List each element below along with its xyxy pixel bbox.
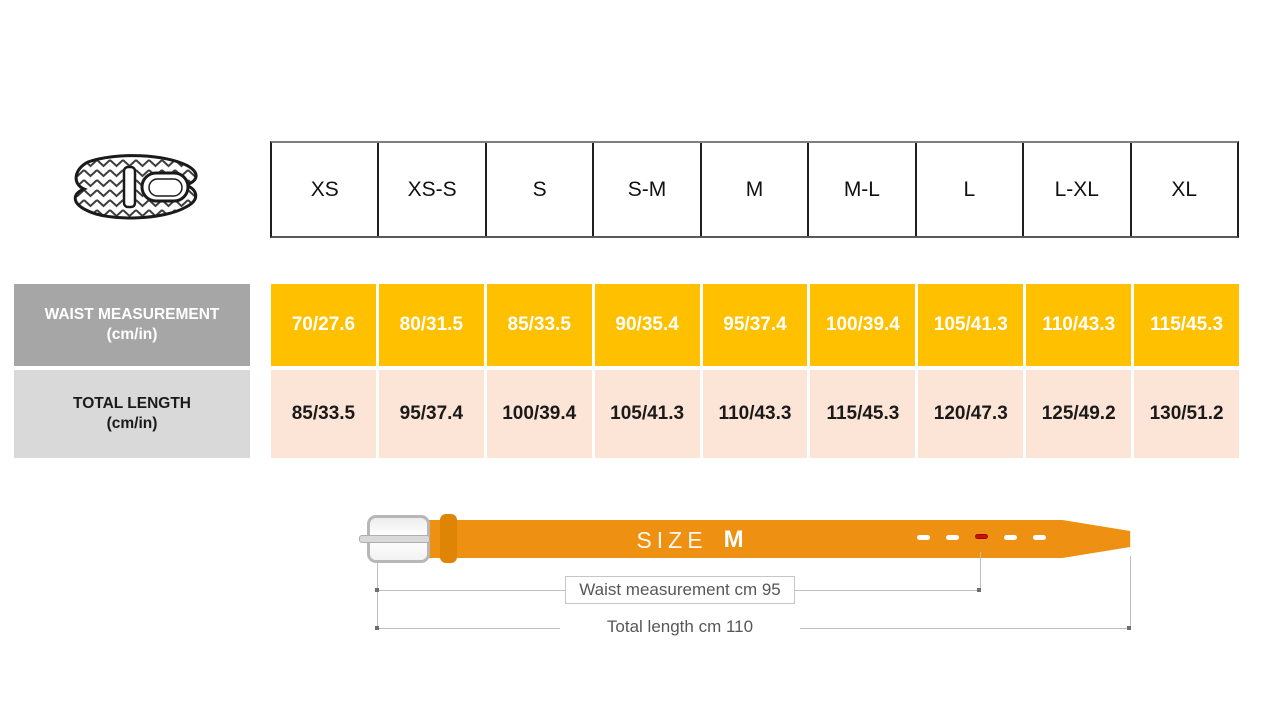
size-header-cell: XL <box>1129 143 1237 236</box>
value-cell: 130/51.2 <box>1134 370 1240 458</box>
value-cell: 90/35.4 <box>594 284 703 366</box>
waist-label-line2: (cm/in) <box>106 326 158 343</box>
waist-measure-label: Waist measurement cm 95 <box>565 576 795 604</box>
belt-hole <box>917 535 930 540</box>
waist-measure-text: Waist measurement cm 95 <box>579 580 781 599</box>
belt-hole-selected <box>975 534 988 539</box>
length-label-line2: (cm/in) <box>106 415 158 432</box>
length-row-label: TOTAL LENGTH (cm/in) <box>14 370 250 458</box>
buckle-guide-line <box>377 563 378 629</box>
value-cell: 110/43.3 <box>1026 284 1135 366</box>
value-cell: 70/27.6 <box>271 284 379 366</box>
value-cell: 95/37.4 <box>378 370 487 458</box>
measure-dot <box>375 626 379 630</box>
value-cell: 105/41.3 <box>594 370 703 458</box>
tip-guide-line <box>1130 556 1131 628</box>
value-cell: 120/47.3 <box>918 370 1027 458</box>
size-header-cell: XS <box>310 177 339 201</box>
belt-strap <box>428 520 1131 558</box>
belt-size-text: SIZE M <box>600 526 780 554</box>
belt-hole <box>1033 535 1046 540</box>
value-cell: 100/39.4 <box>810 284 919 366</box>
value-cell: 115/45.3 <box>810 370 919 458</box>
measure-dot <box>375 588 379 592</box>
size-header-cell: S <box>484 143 592 236</box>
value-cell: 85/33.5 <box>271 370 379 458</box>
size-value: M <box>723 526 744 553</box>
hole-guide-line <box>980 552 981 590</box>
value-cell: 125/49.2 <box>1026 370 1135 458</box>
length-label-line1: TOTAL LENGTH <box>73 394 191 412</box>
belt-keeper-loop <box>440 514 457 563</box>
waist-label-line1: WAIST MEASUREMENT <box>44 305 220 323</box>
value-cell: 115/45.3 <box>1134 284 1240 366</box>
length-measure-label: Total length cm 110 <box>560 614 800 640</box>
size-header-cell: XS-S <box>377 143 484 236</box>
length-measure-text: Total length cm 110 <box>606 617 754 636</box>
value-cell: 100/39.4 <box>486 370 595 458</box>
value-cell: 105/41.3 <box>918 284 1027 366</box>
value-cell: 85/33.5 <box>486 284 595 366</box>
value-cell: 95/37.4 <box>702 284 811 366</box>
size-header-cell: L-XL <box>1022 143 1129 236</box>
size-header-cell: M <box>699 143 807 236</box>
value-cell: 80/31.5 <box>378 284 487 366</box>
belt-buckle-prong <box>359 535 430 543</box>
belt-hole <box>946 535 959 540</box>
waist-row-label: WAIST MEASUREMENT (cm/in) <box>14 284 250 366</box>
belt-hole <box>1004 535 1017 540</box>
size-header-cell: M-L <box>807 143 914 236</box>
size-word: SIZE <box>636 526 708 553</box>
measure-dot <box>977 588 981 592</box>
size-header-cell: S-M <box>592 143 699 236</box>
value-cell: 110/43.3 <box>702 370 811 458</box>
braided-belt-icon <box>58 148 210 234</box>
size-header-cell: L <box>914 143 1022 236</box>
measure-dot <box>1127 626 1131 630</box>
